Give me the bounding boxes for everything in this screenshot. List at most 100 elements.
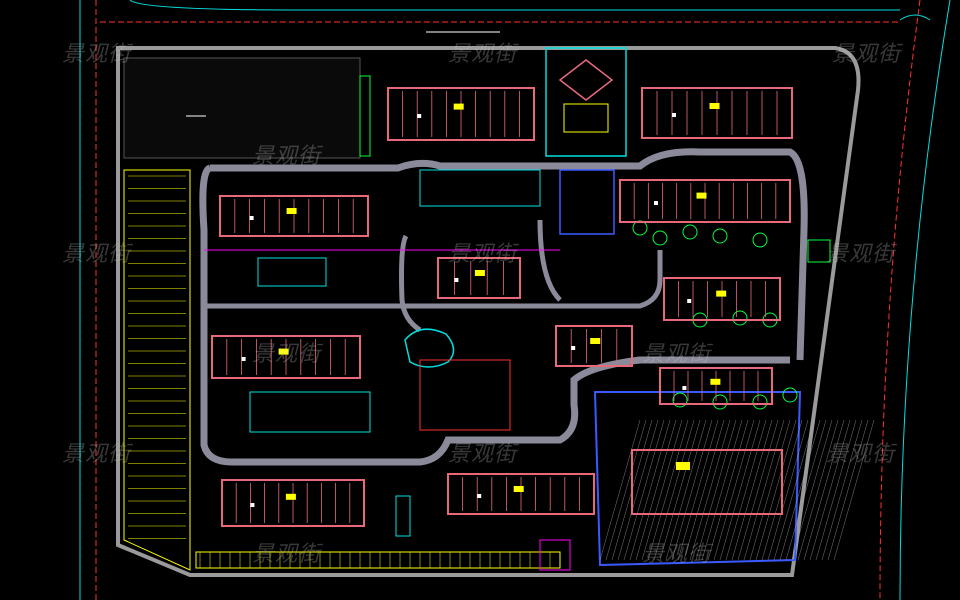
hatch-line: [731, 419, 773, 561]
watermark: 景观街: [448, 442, 518, 467]
stair-core: [477, 494, 482, 498]
north-landscape-court: [419, 169, 541, 207]
tree-canopy: [632, 220, 648, 236]
hatch-line: [737, 419, 779, 561]
hatch-line: [683, 419, 725, 561]
tree-canopy: [712, 228, 728, 244]
watermark: 景观街: [448, 42, 518, 67]
parking-hatch: [593, 391, 802, 567]
hatch-line: [791, 419, 833, 561]
tree-canopy: [752, 232, 768, 248]
stair-core: [454, 278, 459, 282]
site-boundary-outline: [116, 46, 861, 577]
building-label-tag: [286, 208, 297, 214]
hatch-line: [635, 419, 677, 561]
building-label-tag: [696, 192, 707, 199]
hatch-line: [719, 419, 761, 561]
hatch-line: [779, 419, 821, 561]
hatch-line: [677, 419, 719, 561]
property-line-right: [879, 0, 921, 600]
residential-building: [221, 479, 365, 527]
watermark: 景观街: [62, 42, 132, 67]
building-label-tag: [716, 290, 727, 297]
south-entrance: [539, 539, 571, 571]
residential-building: [211, 335, 361, 379]
stair-core: [250, 503, 255, 507]
tree-canopy: [752, 394, 768, 410]
residential-building: [437, 257, 521, 299]
stair-core: [241, 357, 246, 361]
residential-buildings: [211, 87, 793, 527]
road-edge-right: [899, 0, 951, 600]
tree-canopy: [712, 394, 728, 410]
hatch-line: [665, 419, 707, 561]
road-edge-top: [129, 0, 900, 11]
central-garden: [419, 359, 511, 431]
hatch-line: [713, 419, 755, 561]
hatch-line: [701, 419, 743, 561]
hatch-line: [755, 419, 797, 561]
ring-road-north: [210, 148, 808, 361]
hatch-line: [827, 419, 869, 561]
watermark: 景观街: [252, 342, 322, 367]
hatch-line: [659, 419, 701, 561]
entrance-pavilion: [563, 103, 609, 133]
tree-canopy: [782, 387, 798, 403]
north-entrance-gate: [545, 47, 627, 157]
south-walkway: [195, 551, 561, 569]
service-block: [559, 169, 615, 235]
tree-canopy: [652, 230, 668, 246]
hatch-line: [767, 419, 809, 561]
stair-core: [249, 216, 254, 220]
watermark: 景观街: [642, 342, 712, 367]
stair-core: [417, 114, 422, 118]
hatch-line: [797, 419, 839, 561]
hatch-line: [803, 419, 845, 561]
outer-road-lines: [79, 0, 951, 600]
hatch-line: [815, 419, 857, 561]
watermark: 景观街: [62, 242, 132, 267]
cross-road-middle: [204, 250, 663, 309]
water-feature: [404, 328, 455, 368]
hatch-line: [695, 419, 737, 561]
building-label-tag: [278, 348, 289, 355]
clubhouse-label-tag: [676, 462, 690, 470]
west-plaza: [249, 391, 371, 433]
hatch-line: [605, 419, 647, 561]
hatch-line: [809, 419, 851, 561]
residential-building: [219, 195, 369, 237]
building-label-tag: [474, 270, 485, 276]
hatch-line: [641, 419, 683, 561]
building-label-tag: [453, 103, 464, 110]
watermark: 景观街: [62, 442, 132, 467]
stair-core: [687, 299, 692, 303]
east-entrance-marker: [807, 239, 831, 263]
internal-ring-roads: [199, 148, 808, 466]
watermark: 景观街: [642, 542, 712, 567]
hatch-line: [617, 419, 659, 561]
north-green-strip: [359, 75, 371, 157]
west-parking-strip: [123, 169, 191, 571]
clubhouse-building: [631, 449, 783, 515]
building-label-tag: [709, 103, 720, 109]
northwest-open-lot: [123, 57, 361, 159]
residential-building: [659, 367, 773, 405]
hatch-line: [647, 419, 689, 561]
residential-building: [387, 87, 535, 141]
hatch-line: [725, 419, 767, 561]
residential-building: [641, 87, 793, 139]
hatch-line: [785, 419, 827, 561]
stair-core: [682, 386, 687, 390]
watermark: 景观街: [448, 242, 518, 267]
hatch-line: [689, 419, 731, 561]
hatch-line: [671, 419, 713, 561]
building-label-tag: [710, 378, 721, 385]
tree-cluster: [632, 220, 798, 410]
stair-core: [571, 346, 576, 350]
hatch-line: [773, 419, 815, 561]
tree-canopy: [732, 310, 748, 326]
hatch-line: [653, 419, 695, 561]
residential-building: [447, 473, 595, 515]
